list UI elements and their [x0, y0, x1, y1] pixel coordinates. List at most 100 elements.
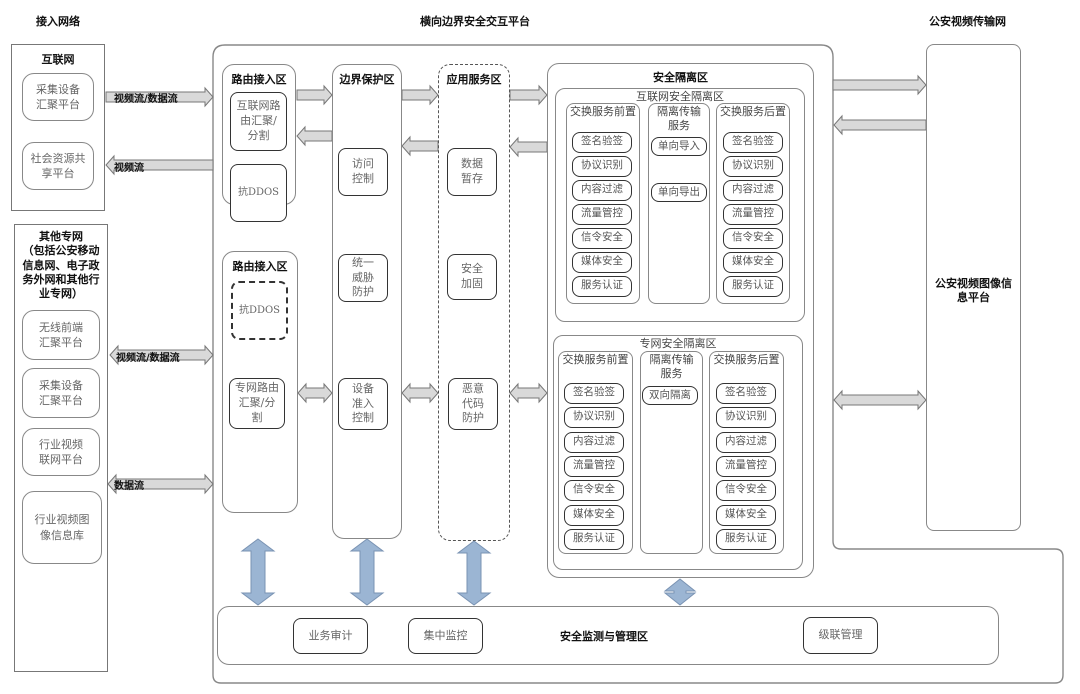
flow-arrow-private-bidir — [109, 344, 214, 366]
internet-front-title: 交换服务前置 — [570, 105, 636, 118]
private-back-item[interactable]: 媒体安全 — [716, 504, 776, 526]
private-front-item[interactable]: 信令安全 — [564, 480, 624, 502]
flow-arrow-private-data — [107, 473, 214, 495]
flow-arrow-app-iso-in — [509, 84, 548, 106]
mgmt-arrow-routing — [240, 538, 276, 606]
central-monitor-node[interactable]: 集中监控 — [408, 618, 483, 654]
internet-back-item[interactable]: 信令安全 — [723, 228, 783, 249]
private-back-title: 交换服务后置 — [713, 353, 780, 366]
flow-arrow-app-iso-bidir — [509, 382, 548, 404]
flow-label-private-data: 数据流 — [114, 481, 144, 492]
private-back-panel: 交换服务后置 签名验签协议识别内容过滤流量管控信令安全媒体安全服务认证 — [709, 351, 784, 554]
business-audit-node[interactable]: 业务审计 — [293, 618, 368, 654]
flow-arrow-internet-in — [105, 86, 214, 108]
internet-front-item[interactable]: 流量管控 — [572, 204, 632, 225]
flow-arrow-police-out — [833, 114, 927, 136]
internet-transfer-panel: 隔离传输 服务 — [648, 103, 710, 304]
private-node-industry-video[interactable]: 行业视频 联网平台 — [22, 428, 100, 476]
one-way-import-node[interactable]: 单向导入 — [651, 137, 707, 156]
threat-protection-node[interactable]: 统一 威胁 防护 — [338, 254, 388, 302]
private-node-wireless[interactable]: 无线前端 汇聚平台 — [22, 310, 100, 360]
private-transfer-panel: 隔离传输 服务 — [640, 351, 703, 554]
flow-arrow-border-app-in — [401, 84, 439, 106]
internet-front-item[interactable]: 媒体安全 — [572, 252, 632, 273]
internet-back-item[interactable]: 媒体安全 — [723, 252, 783, 273]
internet-anti-ddos-node[interactable]: 抗DDOS — [230, 164, 287, 222]
private-back-item[interactable]: 内容过滤 — [716, 431, 776, 453]
private-routing-node[interactable]: 专网路由 汇聚/分 割 — [229, 378, 285, 429]
device-admission-node[interactable]: 设备 准入 控制 — [338, 378, 388, 430]
mgmt-arrow-isolation — [663, 578, 697, 606]
internet-routing-node[interactable]: 互联网路 由汇聚/ 分割 — [230, 92, 287, 151]
internet-title: 互联网 — [41, 53, 75, 66]
flow-arrow-police-in — [832, 74, 927, 96]
mgmt-arrow-border — [349, 538, 385, 606]
private-front-item[interactable]: 签名验签 — [564, 383, 624, 404]
one-way-export-node[interactable]: 单向导出 — [651, 183, 707, 202]
routing-zone-internet-title: 路由接入区 — [231, 73, 287, 86]
flow-label-internet-out: 视频流 — [114, 163, 144, 174]
private-anti-ddos-node[interactable]: 抗DDOS — [231, 281, 288, 340]
private-node-industry-db[interactable]: 行业视频图 像信息库 — [22, 491, 102, 564]
private-nets-title: 其他专网 （包括公安移动 信息网、电子政 务外网和其他行 业专网） — [22, 230, 100, 301]
flow-arrow-internet-out — [105, 154, 214, 176]
cascade-mgmt-node[interactable]: 级联管理 — [803, 617, 878, 654]
internet-front-item[interactable]: 内容过滤 — [572, 180, 632, 201]
internet-front-item[interactable]: 服务认证 — [572, 276, 632, 297]
flow-label-internet-in: 视频流/数据流 — [114, 94, 178, 105]
malware-protection-node[interactable]: 恶意 代码 防护 — [448, 378, 498, 430]
security-hardening-node[interactable]: 安全 加固 — [447, 254, 497, 300]
border-protection-title: 边界保护区 — [339, 73, 395, 86]
access-control-node[interactable]: 访问 控制 — [338, 148, 388, 196]
private-back-item[interactable]: 流量管控 — [716, 455, 776, 477]
flow-arrow-app-iso-out — [509, 136, 548, 158]
mgmt-arrow-app — [456, 540, 492, 606]
internet-node-collector[interactable]: 采集设备 汇聚平台 — [22, 73, 94, 121]
flow-label-private-bidir: 视频流/数据流 — [116, 353, 180, 364]
flow-arrow-border-app-out — [401, 135, 439, 157]
private-front-item[interactable]: 流量管控 — [564, 455, 624, 477]
management-zone-title: 安全监测与管理区 — [560, 630, 648, 643]
internet-front-item[interactable]: 信令安全 — [572, 228, 632, 249]
platform-boundary — [212, 44, 1064, 684]
flow-arrow-police-bidir — [833, 389, 927, 411]
two-way-isolation-node[interactable]: 双向隔离 — [642, 386, 698, 405]
internet-back-item[interactable]: 签名验签 — [723, 132, 783, 153]
internet-back-item[interactable]: 内容过滤 — [723, 180, 783, 201]
isolation-zone-title: 安全隔离区 — [653, 71, 708, 84]
private-front-item[interactable]: 内容过滤 — [564, 431, 624, 453]
internet-front-item[interactable]: 协议识别 — [572, 156, 632, 177]
internet-back-item[interactable]: 流量管控 — [723, 204, 783, 225]
flow-arrow-r1-border-in — [296, 84, 333, 106]
flow-arrow-r2-border — [297, 382, 333, 404]
app-service-title: 应用服务区 — [446, 73, 502, 86]
internet-back-item[interactable]: 服务认证 — [723, 276, 783, 297]
internet-back-panel: 交换服务后置 签名验签协议识别内容过滤流量管控信令安全媒体安全服务认证 — [716, 103, 790, 304]
private-back-item[interactable]: 协议识别 — [716, 407, 776, 429]
private-front-item[interactable]: 服务认证 — [564, 528, 624, 550]
internet-back-title: 交换服务后置 — [720, 105, 786, 118]
police-network-header: 公安视频传输网 — [929, 15, 1006, 28]
private-front-item[interactable]: 媒体安全 — [564, 504, 624, 526]
internet-transfer-title: 隔离传输 服务 — [657, 105, 701, 132]
private-back-item[interactable]: 签名验签 — [716, 383, 776, 404]
private-front-title: 交换服务前置 — [562, 353, 629, 366]
private-node-collector[interactable]: 采集设备 汇聚平台 — [22, 368, 100, 418]
internet-back-item[interactable]: 协议识别 — [723, 156, 783, 177]
routing-zone-private-title: 路由接入区 — [232, 260, 288, 273]
internet-node-social[interactable]: 社会资源共 享平台 — [22, 142, 94, 190]
police-video-platform-title: 公安视频图像信 息平台 — [935, 277, 1012, 305]
private-front-item[interactable]: 协议识别 — [564, 407, 624, 429]
private-transfer-title: 隔离传输 服务 — [649, 353, 694, 380]
private-back-item[interactable]: 服务认证 — [716, 528, 776, 550]
private-front-panel: 交换服务前置 签名验签协议识别内容过滤流量管控信令安全媒体安全服务认证 — [558, 351, 633, 554]
internet-front-panel: 交换服务前置 签名验签协议识别内容过滤流量管控信令安全媒体安全服务认证 — [566, 103, 640, 304]
flow-arrow-r1-border-out — [296, 125, 333, 147]
flow-arrow-border-app-bidir — [401, 382, 439, 404]
private-back-item[interactable]: 信令安全 — [716, 480, 776, 502]
police-video-platform[interactable]: 公安视频图像信 息平台 — [926, 44, 1021, 531]
data-cache-node[interactable]: 数据 暂存 — [447, 148, 497, 196]
internet-front-item[interactable]: 签名验签 — [572, 132, 632, 153]
private-isolation-title: 专网安全隔离区 — [639, 337, 717, 350]
